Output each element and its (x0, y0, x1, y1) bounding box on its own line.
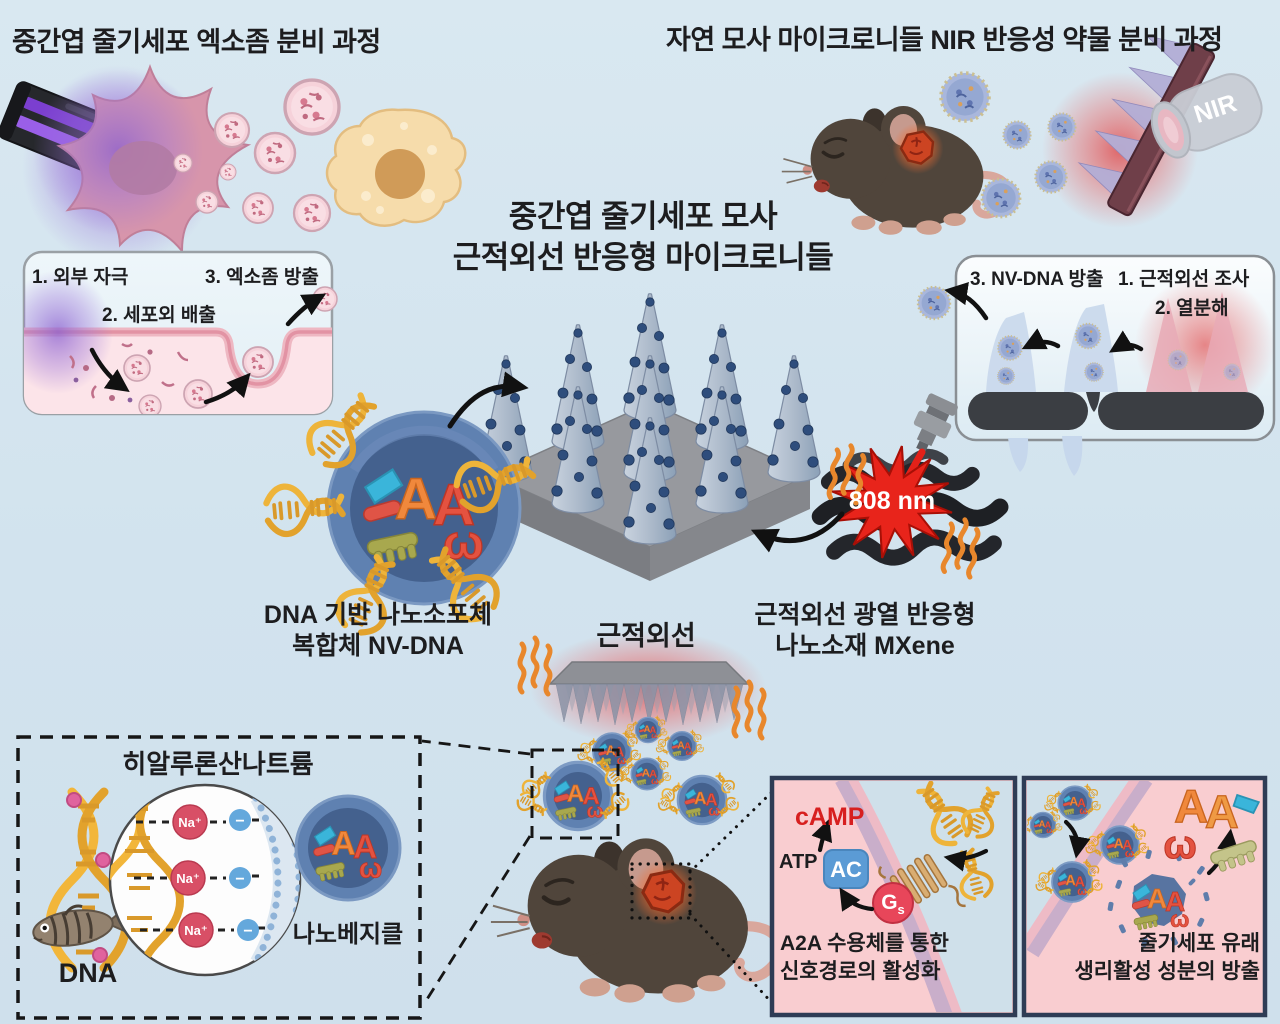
microneedle-patch-center (479, 293, 821, 581)
needle-step2-label: 2. 열분해 (1155, 298, 1229, 319)
nv-dna-vesicle (265, 386, 538, 639)
nv-dna-label-line1: DNA 기반 나노소포체 (263, 601, 493, 629)
target-cell (325, 108, 467, 227)
hyaluronate-title: 히알루론산나트륨 (122, 749, 314, 779)
arrow-vesicle-to-patch (447, 371, 529, 429)
anion-label: − (235, 871, 244, 888)
nv-dna-label-line2: 복합체 NV-DNA (292, 632, 464, 660)
cargo-letter-a3: A (1174, 780, 1208, 832)
title-nir-process: 자연 모사 마이크로니들 NIR 반응성 약물 분비 과정 (666, 25, 1223, 55)
mxene-label-line2: 나노소재 MXene (775, 632, 955, 660)
camp-label: cAMP (795, 803, 865, 831)
anion-dots: − − − (229, 809, 259, 941)
exosome-step1-label: 1. 외부 자극 (32, 267, 129, 288)
exosome-inset-panel (22, 250, 338, 416)
sodium-ions: Na⁺ Na⁺ Na⁺ (170, 804, 214, 948)
arrow-mxene-to-patch (750, 511, 845, 553)
dissolving-vesicle-icon (1107, 849, 1210, 947)
gs-letter: G (881, 891, 898, 914)
title-center-line2: 근적외선 반응형 마이크로니들 (452, 240, 834, 275)
nanovesicle-label: 나노베지클 (292, 921, 404, 948)
na-label: Na⁺ (176, 871, 199, 886)
release-panel: A A ω (1021, 775, 1268, 1018)
heat-icon (520, 638, 550, 694)
nv-dna-label: DNA 기반 나노소포체 복합체 NV-DNA (238, 600, 518, 662)
dna-label: DNA (58, 958, 118, 988)
atp-label: ATP (779, 851, 818, 873)
nir-source-icon (1150, 73, 1263, 159)
mxene-label-line1: 근적외선 광열 반응형 (754, 601, 976, 629)
mouse-bottom (491, 838, 780, 1002)
title-exosome-process: 중간엽 줄기세포 엑소좀 분비 과정 (12, 27, 381, 57)
released-cargo-icons: A A ω (1163, 780, 1261, 872)
zoom-dashed-line-bottom (422, 835, 532, 1005)
na-label: Na⁺ (178, 815, 201, 830)
ac-label: AC (830, 857, 862, 882)
release-caption-line1: 줄기세포 유래 (1138, 932, 1260, 955)
microneedle-inset-panel (916, 254, 1276, 476)
exosome-step2-label: 2. 세포외 배출 (102, 305, 216, 326)
release-caption: 줄기세포 유래 생리활성 성분의 방출 (1040, 930, 1260, 986)
signaling-caption: A2A 수용체를 통한 신호경로의 활성화 (780, 930, 949, 986)
magnifier-content: Na⁺ Na⁺ Na⁺ − − − (110, 785, 300, 975)
gs-protein-icon (872, 882, 914, 924)
gs-sub: s (897, 902, 905, 918)
hyaluronate-panel: Na⁺ Na⁺ Na⁺ − − − (16, 735, 422, 1020)
cargo-letter-a4: A (1205, 785, 1239, 837)
title-center-line1: 중간엽 줄기세포 모사 (508, 199, 778, 234)
nir-korean-label: 근적외선 (596, 621, 696, 651)
wound-dotted-line-top (688, 789, 775, 874)
laser-burst (831, 393, 958, 559)
signaling-caption-line1: A2A 수용체를 통한 (780, 932, 949, 955)
mxene-label: 근적외선 광열 반응형 나노소재 MXene (725, 600, 1005, 662)
anion-label: − (235, 813, 244, 830)
laser-wavelength-label: 808 nm (848, 487, 936, 515)
na-label: Na⁺ (184, 923, 207, 938)
cargo-letter-omega2: ω (1163, 823, 1196, 867)
stem-cell (33, 64, 252, 254)
release-caption-line2: 생리활성 성분의 방출 (1074, 960, 1260, 983)
signaling-caption-line2: 신호경로의 활성화 (780, 960, 941, 983)
exosome-step3-label: 3. 엑소좀 방출 (205, 267, 319, 288)
needle-step1-label: 1. 근적외선 조사 (1118, 269, 1250, 290)
title-center: 중간엽 줄기세포 모사 근적외선 반응형 마이크로니들 (383, 196, 903, 278)
signaling-panel (769, 775, 1018, 1018)
nanovesicle-icon (294, 794, 402, 902)
anion-label: − (243, 923, 252, 940)
zoom-dashed-square (530, 748, 620, 840)
needle-step3-label: 3. NV-DNA 방출 (970, 269, 1104, 290)
gs-label: Gs (875, 891, 911, 917)
heat-icon (942, 518, 980, 578)
zoom-dashed-line-top (421, 739, 531, 756)
